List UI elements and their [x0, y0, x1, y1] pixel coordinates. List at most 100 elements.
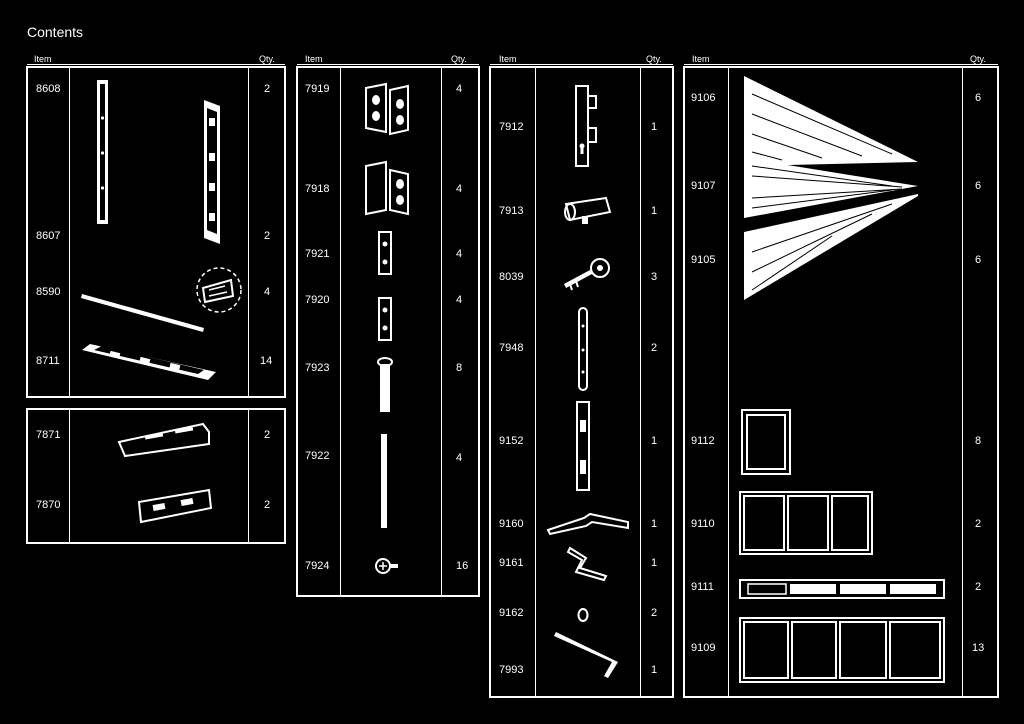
page-title: Contents — [27, 24, 84, 40]
strip-9111-illustration — [738, 576, 948, 602]
hinge-7919-illustration — [360, 80, 416, 140]
item-code: 9111 — [691, 581, 714, 593]
item-qty: 2 — [264, 499, 271, 511]
parts-panel-1b — [26, 408, 286, 544]
item-code: 7920 — [305, 294, 330, 306]
panel-divider — [69, 409, 70, 543]
item-qty: 2 — [651, 607, 658, 619]
item-qty: 2 — [264, 429, 271, 441]
bracket-7870-illustration — [135, 488, 215, 528]
item-code: 7918 — [305, 183, 330, 195]
wedge-9106-illustration — [744, 76, 918, 166]
item-header-4: Item — [692, 54, 710, 64]
bracket-7871-illustration — [115, 420, 215, 460]
item-code: 7913 — [499, 205, 524, 217]
item-qty: 1 — [651, 205, 658, 217]
qty-header-3: Qty. — [646, 54, 662, 64]
hinge-7918-illustration — [360, 160, 416, 220]
sleeve-7923-illustration — [374, 356, 398, 412]
item-code: 9162 — [499, 607, 524, 619]
panel-divider — [340, 67, 341, 596]
item-qty: 6 — [975, 180, 982, 192]
item-code: 7948 — [499, 342, 524, 354]
item-code: 9112 — [691, 435, 715, 447]
item-header-1: Item — [34, 54, 52, 64]
panel-divider — [248, 409, 249, 543]
parts-panel-3 — [489, 66, 674, 698]
parts-panel-2 — [296, 66, 480, 597]
item-qty: 2 — [264, 83, 271, 95]
pin-7922-illustration — [381, 434, 387, 528]
qty-header-1: Qty. — [259, 54, 275, 64]
screw-7924-illustration — [374, 556, 398, 576]
item-qty: 4 — [456, 452, 463, 464]
frame-9112-illustration — [740, 408, 794, 478]
panel-divider — [69, 67, 70, 397]
item-code: 7912 — [499, 121, 524, 133]
detail-magnifier-icon — [195, 266, 247, 318]
item-code: 8590 — [36, 286, 61, 298]
strip-8590-illustration — [81, 294, 204, 332]
item-qty: 4 — [456, 248, 463, 260]
item-code: 9110 — [691, 518, 715, 530]
item-code: 9109 — [691, 642, 716, 654]
header-rule-2 — [297, 64, 479, 65]
keeper-9152-illustration — [572, 400, 596, 492]
item-qty: 2 — [975, 581, 982, 593]
item-qty: 1 — [651, 121, 658, 133]
qty-header-4: Qty. — [970, 54, 986, 64]
item-qty: 6 — [975, 92, 982, 104]
item-code: 8039 — [499, 271, 524, 283]
item-code: 7919 — [305, 83, 330, 95]
item-qty: 4 — [456, 183, 463, 195]
plate-7920-illustration — [376, 296, 396, 344]
item-code: 9106 — [691, 92, 716, 104]
handle-9160-illustration — [544, 506, 632, 538]
cylinder-7913-illustration — [562, 194, 614, 224]
item-code: 7993 — [499, 664, 524, 676]
item-code: 9160 — [499, 518, 524, 530]
strike-plate-7948-illustration — [576, 306, 592, 392]
template-8711-illustration — [82, 344, 216, 380]
item-header-2: Item — [305, 54, 323, 64]
panel-9110-illustration — [738, 490, 876, 558]
item-code: 9152 — [499, 435, 524, 447]
panel-divider — [248, 67, 249, 397]
item-header-3: Item — [499, 54, 517, 64]
item-qty: 4 — [264, 286, 271, 298]
panel-divider — [962, 67, 963, 697]
item-code: 7923 — [305, 362, 330, 374]
panel-divider — [441, 67, 442, 596]
item-qty: 13 — [972, 642, 985, 654]
item-code: 8608 — [36, 83, 61, 95]
rosette-9162-illustration — [576, 606, 590, 624]
item-qty: 2 — [651, 342, 658, 354]
item-qty: 1 — [651, 435, 658, 447]
header-rule-1 — [27, 64, 285, 65]
item-code: 7921 — [305, 248, 330, 260]
wedge-9107-illustration — [744, 158, 918, 218]
item-qty: 1 — [651, 557, 658, 569]
rail-8608-illustration — [97, 80, 108, 224]
item-code: 7922 — [305, 450, 330, 462]
item-code: 7871 — [36, 429, 61, 441]
item-code: 7924 — [305, 560, 330, 572]
item-qty: 2 — [264, 230, 271, 242]
parts-panel-1 — [26, 66, 286, 398]
panel-divider — [535, 67, 536, 697]
item-qty: 8 — [456, 362, 463, 374]
item-code: 9105 — [691, 254, 716, 266]
item-qty: 6 — [975, 254, 982, 266]
wedge-9105-illustration — [744, 194, 918, 300]
handle-9161-illustration — [566, 544, 610, 584]
item-qty: 14 — [260, 355, 273, 367]
panel-divider — [640, 67, 641, 697]
item-code: 8607 — [36, 230, 61, 242]
item-qty: 2 — [975, 518, 982, 530]
panel-9109-illustration — [738, 616, 948, 686]
item-qty: 1 — [651, 664, 658, 676]
key-8039-illustration — [564, 256, 616, 294]
qty-header-2: Qty. — [451, 54, 467, 64]
panel-divider — [728, 67, 729, 697]
item-code: 9107 — [691, 180, 716, 192]
